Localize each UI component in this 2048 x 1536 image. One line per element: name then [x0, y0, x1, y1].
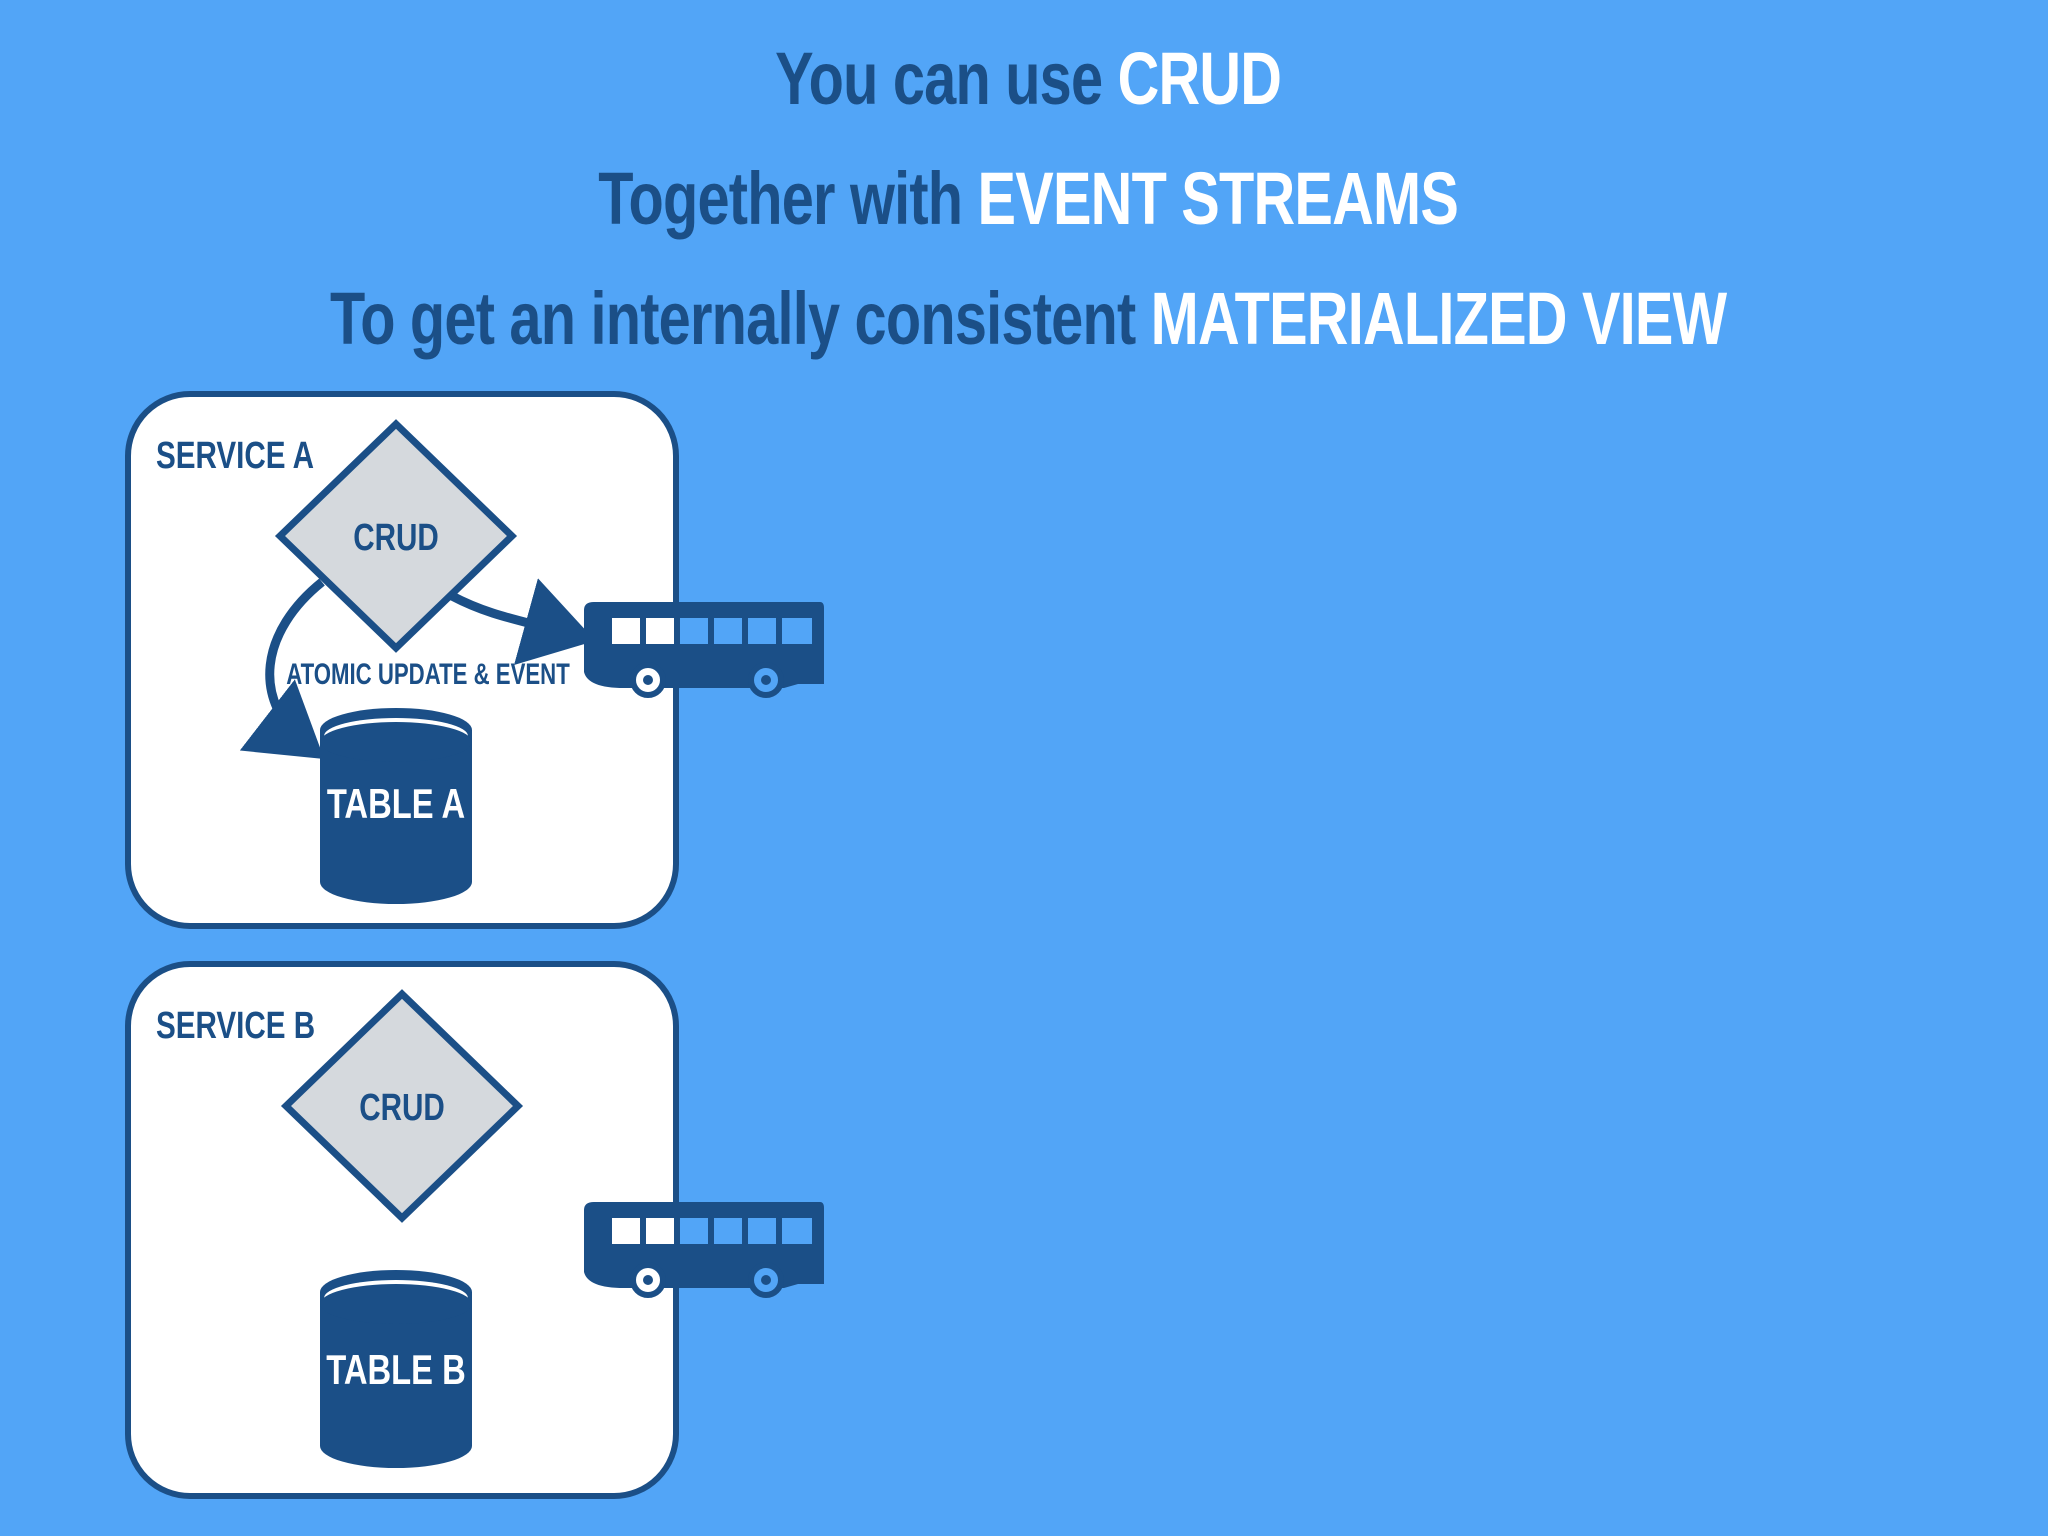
service-a-crud-label: CRUD: [353, 517, 439, 559]
headline-1-accent: CRUD: [1117, 37, 1282, 120]
table-a-label: TABLE A: [327, 780, 465, 827]
service-b-title: SERVICE B: [156, 1005, 315, 1047]
service-b-crud-diamond: CRUD: [280, 989, 524, 1223]
database-icon: TABLE A: [320, 708, 472, 904]
headline-2-accent: EVENT STREAMS: [977, 157, 1459, 240]
service-a-arrow-label: ATOMIC UPDATE & EVENT: [286, 657, 570, 691]
service-b-group: SERVICE B CRUD TABLE B: [125, 961, 824, 1499]
headline-3-accent: MATERIALIZED VIEW: [1150, 277, 1727, 360]
headline-3-plain: To get an internally consistent: [330, 277, 1151, 360]
service-b-crud-label: CRUD: [359, 1087, 445, 1129]
service-a-group: SERVICE A CRUD ATOMIC UPDATE & EVENT TAB…: [125, 391, 824, 929]
headline-2-plain: Together with: [598, 157, 978, 240]
headline-line-1: You can use CRUD: [229, 42, 1826, 116]
bus-icon: [584, 602, 824, 698]
service-a-crud-diamond: CRUD: [274, 419, 518, 653]
headline-line-2: Together with EVENT STREAMS: [229, 162, 1826, 236]
bus-icon: [584, 1202, 824, 1298]
database-icon: TABLE B: [320, 1270, 472, 1468]
headline-1-plain: You can use: [775, 37, 1118, 120]
service-a-title: SERVICE A: [156, 435, 314, 477]
table-b-label: TABLE B: [326, 1346, 465, 1393]
arrow-icon: [239, 578, 325, 760]
arrow-icon: [449, 578, 596, 666]
headline-line-3: To get an internally consistent MATERIAL…: [229, 282, 1826, 356]
